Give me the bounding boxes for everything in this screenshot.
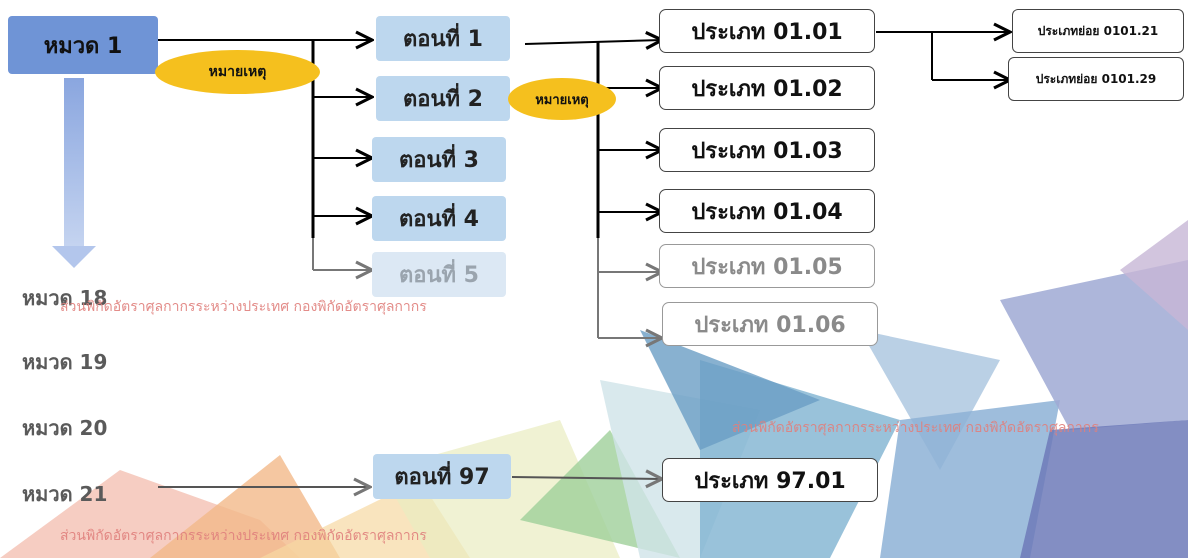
chapter-20-label: หมวด 20 — [22, 416, 108, 440]
subcategory-010129-box: ประเภทย่อย 0101.29 — [1008, 57, 1184, 101]
watermark-top: ส่วนพิกัดอัตราศุลกากรระหว่างประเทศ กองพิ… — [60, 299, 427, 315]
note-part-badge: หมายเหตุ — [508, 78, 616, 120]
watermark-right: ส่วนพิกัดอัตราศุลกากรระหว่างประเทศ กองพิ… — [732, 420, 1099, 436]
subcategory-010121-box: ประเภทย่อย 0101.21 — [1012, 9, 1184, 53]
category-0102-box: ประเภท 01.02 — [659, 66, 875, 110]
chapter-range-arrowhead — [52, 246, 96, 268]
category-0101-box: ประเภท 01.01 — [659, 9, 875, 53]
part-1-box: ตอนที่ 1 — [376, 16, 510, 61]
part-5-box: ตอนที่ 5 — [372, 252, 506, 297]
part-4-box: ตอนที่ 4 — [372, 196, 506, 241]
chapter-19-label: หมวด 19 — [22, 350, 108, 374]
note-chapter-badge: หมายเหตุ — [155, 50, 320, 94]
chapter-range-arrow — [64, 78, 84, 248]
part-97-box: ตอนที่ 97 — [373, 454, 511, 499]
category-0105-box: ประเภท 01.05 — [659, 244, 875, 288]
chapter-21-label: หมวด 21 — [22, 482, 108, 506]
chapter-18-label: หมวด 18 — [22, 286, 108, 310]
part-2-box: ตอนที่ 2 — [376, 76, 510, 121]
category-9701-box: ประเภท 97.01 — [662, 458, 878, 502]
category-0104-box: ประเภท 01.04 — [659, 189, 875, 233]
category-0103-box: ประเภท 01.03 — [659, 128, 875, 172]
watermark-bottom: ส่วนพิกัดอัตราศุลกากรระหว่างประเทศ กองพิ… — [60, 528, 427, 544]
part-3-box: ตอนที่ 3 — [372, 137, 506, 182]
chapter-1-box: หมวด 1 — [8, 16, 158, 74]
category-0106-box: ประเภท 01.06 — [662, 302, 878, 346]
